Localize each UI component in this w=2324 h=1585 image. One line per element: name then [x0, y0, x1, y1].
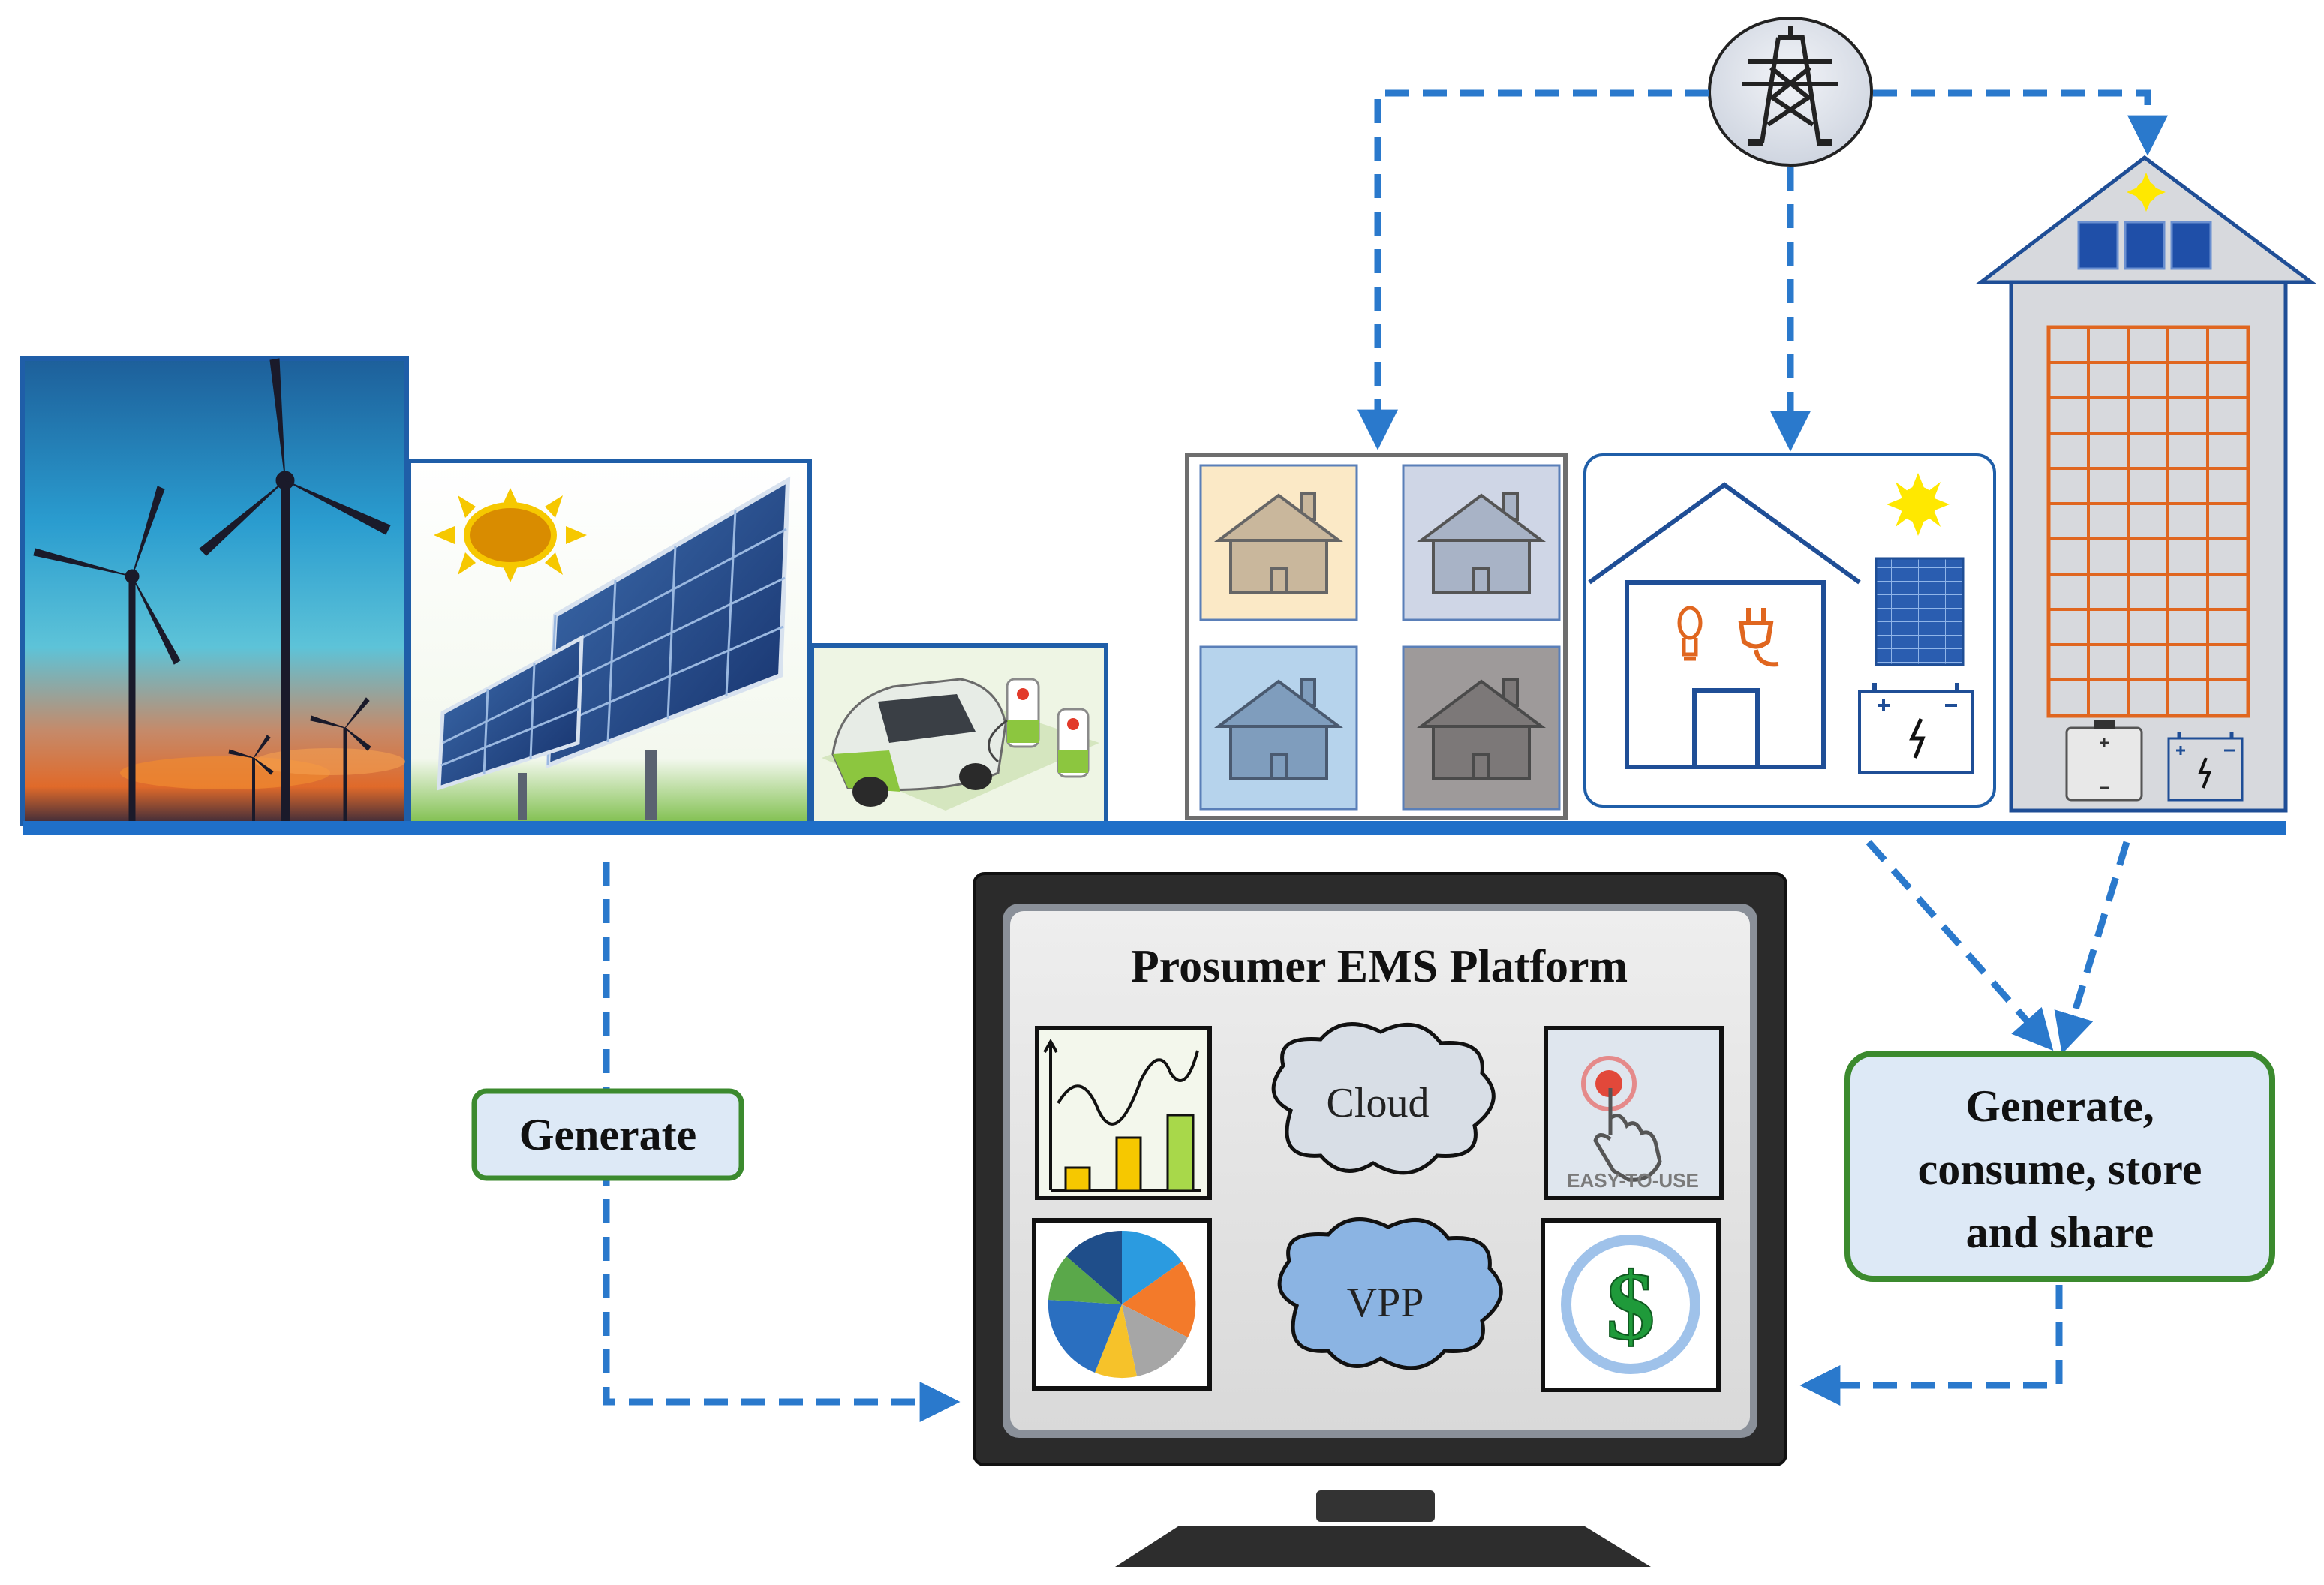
wind-turbine-icon [199, 358, 391, 822]
generate-flow-arrow [603, 862, 961, 1422]
transmission-tower-icon [1742, 26, 1838, 146]
pie-chart-icon [1048, 1230, 1196, 1378]
grid-to-building-arrow [1873, 89, 2168, 156]
solar-panel-icon [2077, 221, 2212, 270]
gcss-label-box: Generate, consume, store and share [1844, 1051, 2275, 1282]
easy-to-use-tile: EASY-TO-USE [1544, 1026, 1724, 1200]
solar-farm-image [407, 459, 812, 826]
flow-arrows [603, 89, 2168, 1422]
house-icon [1417, 678, 1546, 780]
ev-car-icon [831, 678, 1007, 807]
plug-icon [1738, 608, 1779, 667]
gcss-line-3: and share [1966, 1208, 2154, 1257]
house-icon [1588, 482, 1861, 769]
cloud-icon [1271, 1022, 1496, 1175]
grid-to-community-arrow [1357, 89, 1709, 450]
power-bus-line [23, 821, 2286, 835]
commercial-building [1975, 155, 2317, 813]
solar-panel-icon [437, 476, 791, 820]
dollar-icon: $ [1561, 1235, 1700, 1374]
house-icon [1214, 492, 1343, 594]
bar-line-chart-icon [1043, 1038, 1201, 1192]
vpp-tile: VPP [1277, 1217, 1503, 1370]
dollar-tile: $ [1541, 1218, 1721, 1392]
battery-icon [1858, 683, 1974, 774]
touch-hand-icon [1581, 1056, 1662, 1182]
generate-label-box: Generate [471, 1088, 744, 1181]
building-window-grid [2046, 325, 2250, 718]
sun-icon [2127, 173, 2166, 212]
vpp-label: VPP [1347, 1280, 1424, 1326]
wind-farm-image [20, 356, 409, 826]
dollar-symbol: $ [1607, 1253, 1655, 1361]
platform-title: Prosumer EMS Platform [1131, 941, 1628, 992]
monitor-stand [1115, 1526, 1651, 1567]
smart-home [1583, 453, 1996, 808]
wind-turbine-icon [228, 735, 274, 822]
generate-label: Generate [519, 1110, 697, 1159]
solar-panel-icon [1875, 557, 1965, 666]
ev-charger-icon [988, 678, 1090, 778]
ev-charging-image [810, 643, 1108, 826]
gcss-line-2: consume, store [1918, 1144, 2202, 1194]
sun-icon [434, 488, 587, 582]
gcss-line-1: Generate, [1965, 1081, 2154, 1131]
bar-line-chart-tile [1035, 1026, 1212, 1200]
wind-turbine-icon [310, 697, 371, 822]
battery-icon [2167, 732, 2244, 802]
pie-chart-tile [1032, 1218, 1212, 1391]
transmission-tower [1708, 17, 1873, 167]
house-icon [1417, 492, 1546, 594]
sun-icon [1887, 473, 1950, 536]
wind-turbine-icon [33, 486, 181, 822]
cloud-label: Cloud [1327, 1080, 1430, 1126]
easy-to-use-label: EASY-TO-USE [1567, 1169, 1699, 1192]
cloud-tile: Cloud [1271, 1022, 1496, 1175]
cloud-icon [1277, 1217, 1503, 1370]
consumer-to-label-arrow-2 [2054, 841, 2130, 1054]
battery-icon [2065, 720, 2143, 802]
monitor-neck [1316, 1490, 1435, 1522]
consumer-to-label-arrow-1 [1866, 840, 2054, 1051]
bulb-icon [1677, 606, 1703, 661]
house-icon [1214, 678, 1343, 780]
share-to-platform-arrow [1799, 1285, 2063, 1406]
